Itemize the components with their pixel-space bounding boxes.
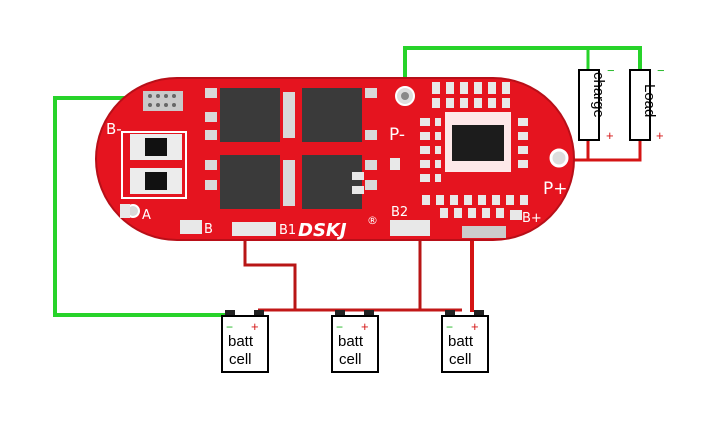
load-plus: +	[656, 128, 664, 143]
pcb-board: B- P- P+ A B B1 B2 B+ DSKJ ®	[95, 77, 575, 241]
svg-text:−: −	[446, 320, 453, 334]
svg-text:−: −	[336, 320, 343, 334]
mosfet-group	[205, 88, 377, 209]
svg-text:+: +	[361, 319, 369, 334]
registered-mark: ®	[367, 214, 378, 227]
label-b: B	[204, 222, 213, 237]
svg-text:−: −	[226, 320, 233, 334]
green-wire-pminus	[403, 46, 642, 93]
wire-b1	[243, 238, 297, 310]
cell-3-label-line2: cell	[449, 351, 472, 368]
label-b-plus: B+	[522, 211, 542, 226]
battery-cell-3: − + batt cell	[441, 310, 489, 373]
charger-minus: −	[607, 63, 615, 78]
svg-text:+: +	[251, 319, 259, 334]
brand-logo: DSKJ	[298, 220, 347, 241]
smd-components	[120, 82, 528, 218]
label-b1: B1	[279, 223, 296, 238]
pad-b1	[232, 222, 276, 236]
red-wire-pplus	[568, 140, 642, 162]
label-b-minus: B-	[106, 120, 122, 138]
load-label: Load	[641, 84, 658, 117]
battery-cell-1: − + batt cell	[221, 310, 269, 373]
label-a: A	[142, 208, 151, 223]
load-minus: −	[657, 63, 665, 78]
cell-2-label-line1: batt	[338, 333, 364, 350]
bms-ic	[445, 112, 511, 172]
pad-b	[180, 220, 202, 234]
label-p-plus: P+	[543, 179, 568, 199]
green-wire-bminus	[53, 96, 230, 317]
charger-label: charge	[590, 72, 607, 118]
label-p-minus: P-	[389, 125, 405, 145]
cell-2-label-line2: cell	[339, 351, 362, 368]
svg-text:+: +	[471, 319, 479, 334]
label-b2: B2	[391, 205, 408, 220]
charger-box: charge − +	[578, 63, 615, 143]
pad-bplus-header	[462, 226, 506, 238]
cell-1-label-line2: cell	[229, 351, 252, 368]
cell-1-label-line1: batt	[228, 333, 254, 350]
load-box: Load − +	[629, 63, 665, 143]
charger-plus: +	[606, 128, 614, 143]
battery-cell-2: − + batt cell	[331, 310, 379, 373]
b-minus-header	[143, 91, 183, 111]
pad-b2	[390, 220, 430, 236]
cell-3-label-line1: batt	[448, 333, 474, 350]
